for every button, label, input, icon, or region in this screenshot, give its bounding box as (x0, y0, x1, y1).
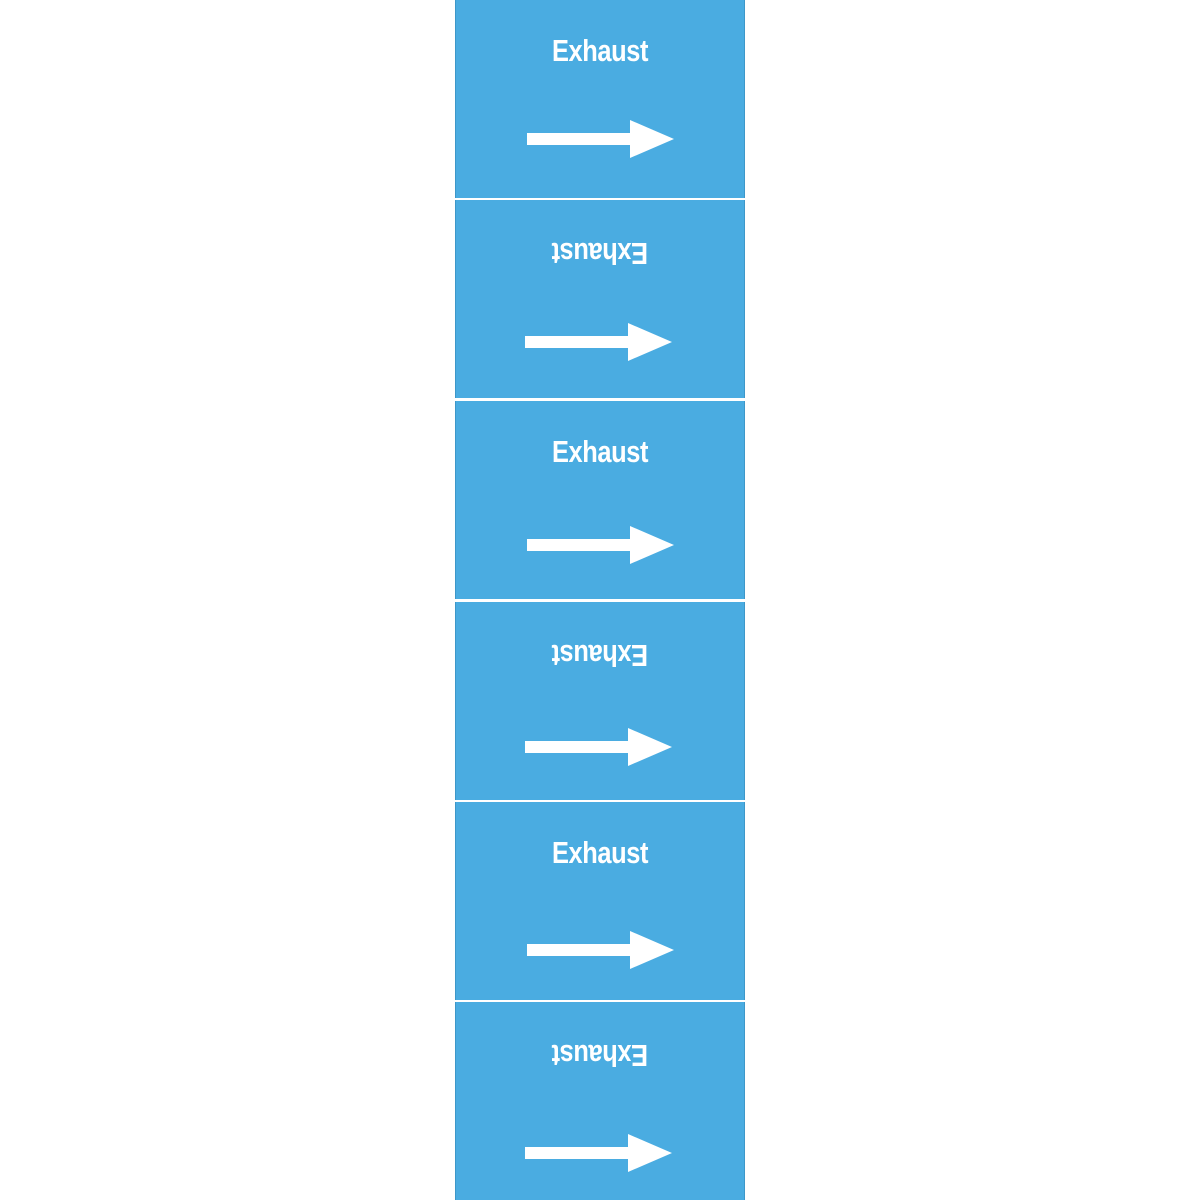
marker-panel: Exhaust (455, 0, 745, 198)
marker-label: Exhaust (551, 1038, 649, 1073)
marker-label: Exhaust (551, 835, 649, 870)
marker-label: Exhaust (551, 638, 649, 673)
right-arrow-icon (525, 727, 673, 767)
marker-panel: Exhaust (455, 602, 745, 800)
right-arrow-icon (525, 1133, 673, 1173)
marker-label: Exhaust (551, 236, 649, 271)
right-arrow-icon (527, 119, 675, 159)
marker-label: Exhaust (551, 33, 649, 68)
marker-panel: Exhaust (455, 200, 745, 398)
right-arrow-icon (527, 930, 675, 970)
pipe-marker-strip: Exhaust Exhaust Exhaust Exhaust Exhaust … (455, 0, 745, 1200)
marker-label: Exhaust (551, 434, 649, 469)
right-arrow-icon (527, 525, 675, 565)
marker-panel: Exhaust (455, 802, 745, 1000)
right-arrow-icon (525, 322, 673, 362)
marker-panel: Exhaust (455, 1002, 745, 1200)
marker-panel: Exhaust (455, 401, 745, 599)
